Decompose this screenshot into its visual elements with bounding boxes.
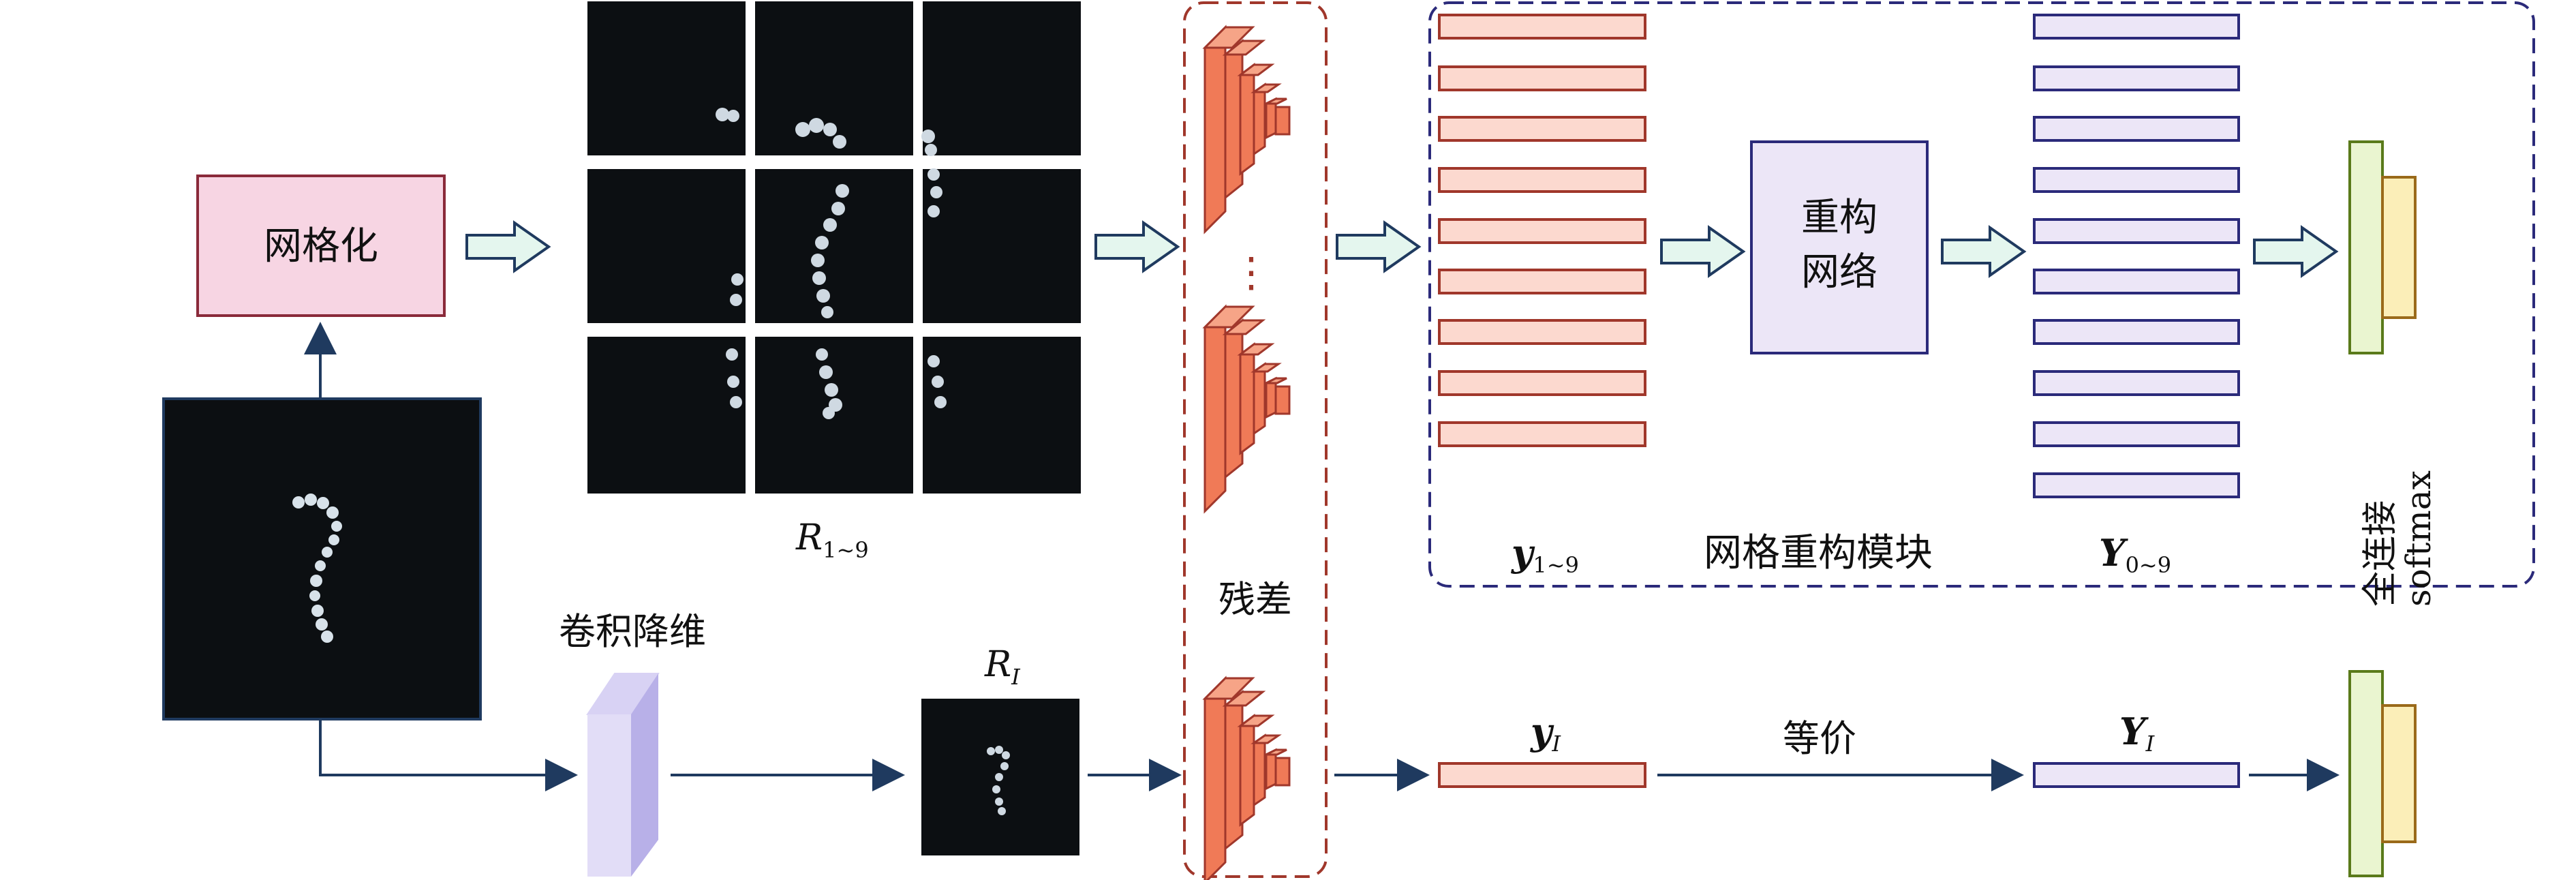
yI-bar	[1438, 762, 1646, 788]
hollow-arrow-6	[2253, 226, 2337, 277]
input-digit-image	[162, 397, 482, 720]
yI-label: yI	[1530, 710, 1561, 757]
dimension-reduction-slab-icon	[586, 673, 660, 877]
residual-dashed-frame	[1183, 1, 1328, 878]
fully-connected-block-icon	[2348, 670, 2417, 877]
Y-group-label: Y0~9	[2099, 531, 2171, 578]
grid-crops-label: R1~9	[795, 517, 869, 563]
residual-ellipsis: ⋮	[1231, 249, 1272, 297]
conv-layer-stack-icon	[1203, 26, 1291, 233]
svg-text:softmax: softmax	[2399, 470, 2438, 607]
YI-bar	[2033, 762, 2240, 788]
reduced-image	[921, 699, 1079, 855]
grid-crop-images	[587, 1, 1081, 494]
fully-connected-block-icon	[2348, 140, 2417, 354]
conv-layer-stack-icon	[1203, 305, 1291, 513]
hollow-arrow-5	[1941, 226, 2025, 277]
module-title: 网格重构模块	[1704, 531, 1933, 575]
reconstruction-network-box: 重构 网络	[1750, 140, 1929, 354]
digit-seven-image	[292, 494, 342, 643]
hollow-arrow-4	[1660, 226, 1745, 277]
recon-net-line1: 重构	[1801, 196, 1877, 240]
arrow-input-to-reduce	[319, 719, 578, 791]
hollow-arrow-2	[1094, 222, 1179, 272]
hollow-arrow-3	[1336, 222, 1420, 272]
Y-output-bars	[2033, 14, 2240, 498]
equivalent-label: 等价	[1783, 717, 1856, 760]
conv-layer-stack-icon	[1203, 677, 1291, 880]
recon-net-line2: 网络	[1801, 250, 1877, 294]
y-feature-bars	[1438, 14, 1646, 447]
y-group-label: y1~9	[1511, 531, 1579, 578]
hollow-arrow-1	[465, 222, 550, 272]
grid-box: 网格化	[196, 175, 446, 317]
YI-label: YI	[2119, 710, 2156, 757]
reduced-image-label: RI	[984, 644, 1021, 690]
module-dashed-frame	[1428, 1, 2535, 588]
conv-reduce-label: 卷积降维	[559, 610, 706, 653]
fc-softmax-label: 全连接 softmax	[2360, 470, 2438, 607]
residual-label: 残差	[1218, 578, 1292, 621]
grid-box-label: 网格化	[264, 224, 378, 269]
svg-text:全连接: 全连接	[2360, 500, 2401, 607]
